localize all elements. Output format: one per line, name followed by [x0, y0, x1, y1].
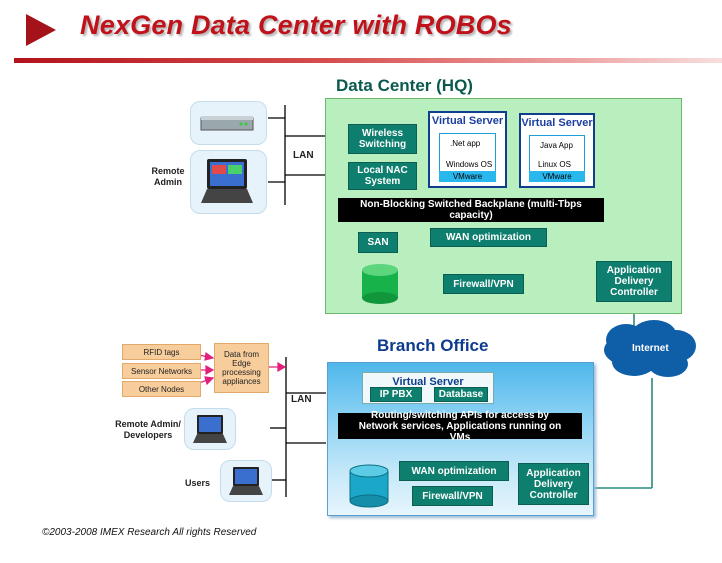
router-icon	[200, 116, 254, 131]
wireless-switching-box: Wireless Switching	[348, 124, 417, 154]
branch-adc-box: Application Delivery Controller	[518, 463, 589, 505]
branch-wan-optimization-box: WAN optimization	[399, 461, 509, 481]
local-nac-box: Local NAC System	[348, 162, 417, 190]
branch-office-heading: Branch Office	[377, 336, 489, 355]
lan-label-bottom: LAN	[291, 394, 312, 405]
laptop-device-box	[190, 150, 267, 214]
vs1-hypervisor: VMware	[439, 171, 496, 182]
copyright-footer: ©2003-2008 IMEX Research All rights Rese…	[42, 527, 257, 538]
switched-backplane-bar: Non-Blocking Switched Backplane (multi-T…	[338, 198, 604, 222]
developer-laptop-box	[184, 408, 236, 450]
router-device-box	[190, 101, 267, 145]
lan-label-top: LAN	[293, 150, 314, 161]
dc-adc-box: Application Delivery Controller	[596, 261, 672, 302]
virtual-server-2: Virtual Server Java App Linux OS VMware	[519, 113, 595, 188]
laptop-icon	[201, 159, 253, 203]
san-box: SAN	[358, 232, 398, 253]
internet-cloud-icon	[604, 320, 696, 377]
page-title: NexGen Data Center with ROBOs	[80, 10, 512, 40]
vs1-app-box: .Net app Windows OS	[439, 133, 496, 173]
data-center-heading: Data Center (HQ)	[336, 76, 473, 95]
san-storage-icon	[362, 264, 398, 304]
branch-firewall-vpn-box: Firewall/VPN	[412, 486, 493, 506]
vs2-app: Java App	[540, 141, 573, 150]
ip-pbx-box: IP PBX	[370, 387, 422, 402]
remote-admin-label: Remote Admin	[151, 166, 185, 187]
sensor-networks-box: Sensor Networks	[122, 363, 201, 379]
routing-switching-bar: Routing/switching APIs for access by Net…	[338, 410, 582, 443]
database-box: Database	[434, 387, 488, 402]
title-arrow-icon	[26, 14, 56, 46]
vs1-title: Virtual Server	[431, 115, 504, 127]
vs2-os: Linux OS	[538, 160, 571, 169]
internet-label: Internet	[632, 343, 669, 354]
branch-vs-title: Virtual Server	[392, 376, 464, 388]
vs1-app: .Net app	[450, 139, 481, 148]
developer-laptop-icon	[193, 415, 227, 443]
vs2-app-box: Java App Linux OS	[529, 135, 585, 173]
users-laptop-icon	[229, 467, 263, 495]
vs2-title: Virtual Server	[521, 117, 593, 129]
dc-firewall-vpn-box: Firewall/VPN	[443, 274, 524, 294]
other-nodes-box: Other Nodes	[122, 381, 201, 397]
vs1-os: Windows OS	[446, 160, 493, 169]
rfid-tags-box: RFID tags	[122, 344, 201, 360]
remote-admin-developers-label: Remote Admin/ Developers	[115, 419, 181, 440]
users-laptop-box	[220, 460, 272, 502]
vs2-hypervisor: VMware	[529, 171, 585, 182]
virtual-server-1: Virtual Server .Net app Windows OS VMwar…	[428, 111, 507, 188]
branch-storage-icon	[349, 464, 389, 508]
edge-data-box: Data from Edge processing appliances	[214, 343, 269, 393]
dc-wan-optimization-box: WAN optimization	[430, 228, 547, 247]
users-label: Users	[185, 478, 211, 488]
title-underline	[14, 58, 722, 63]
